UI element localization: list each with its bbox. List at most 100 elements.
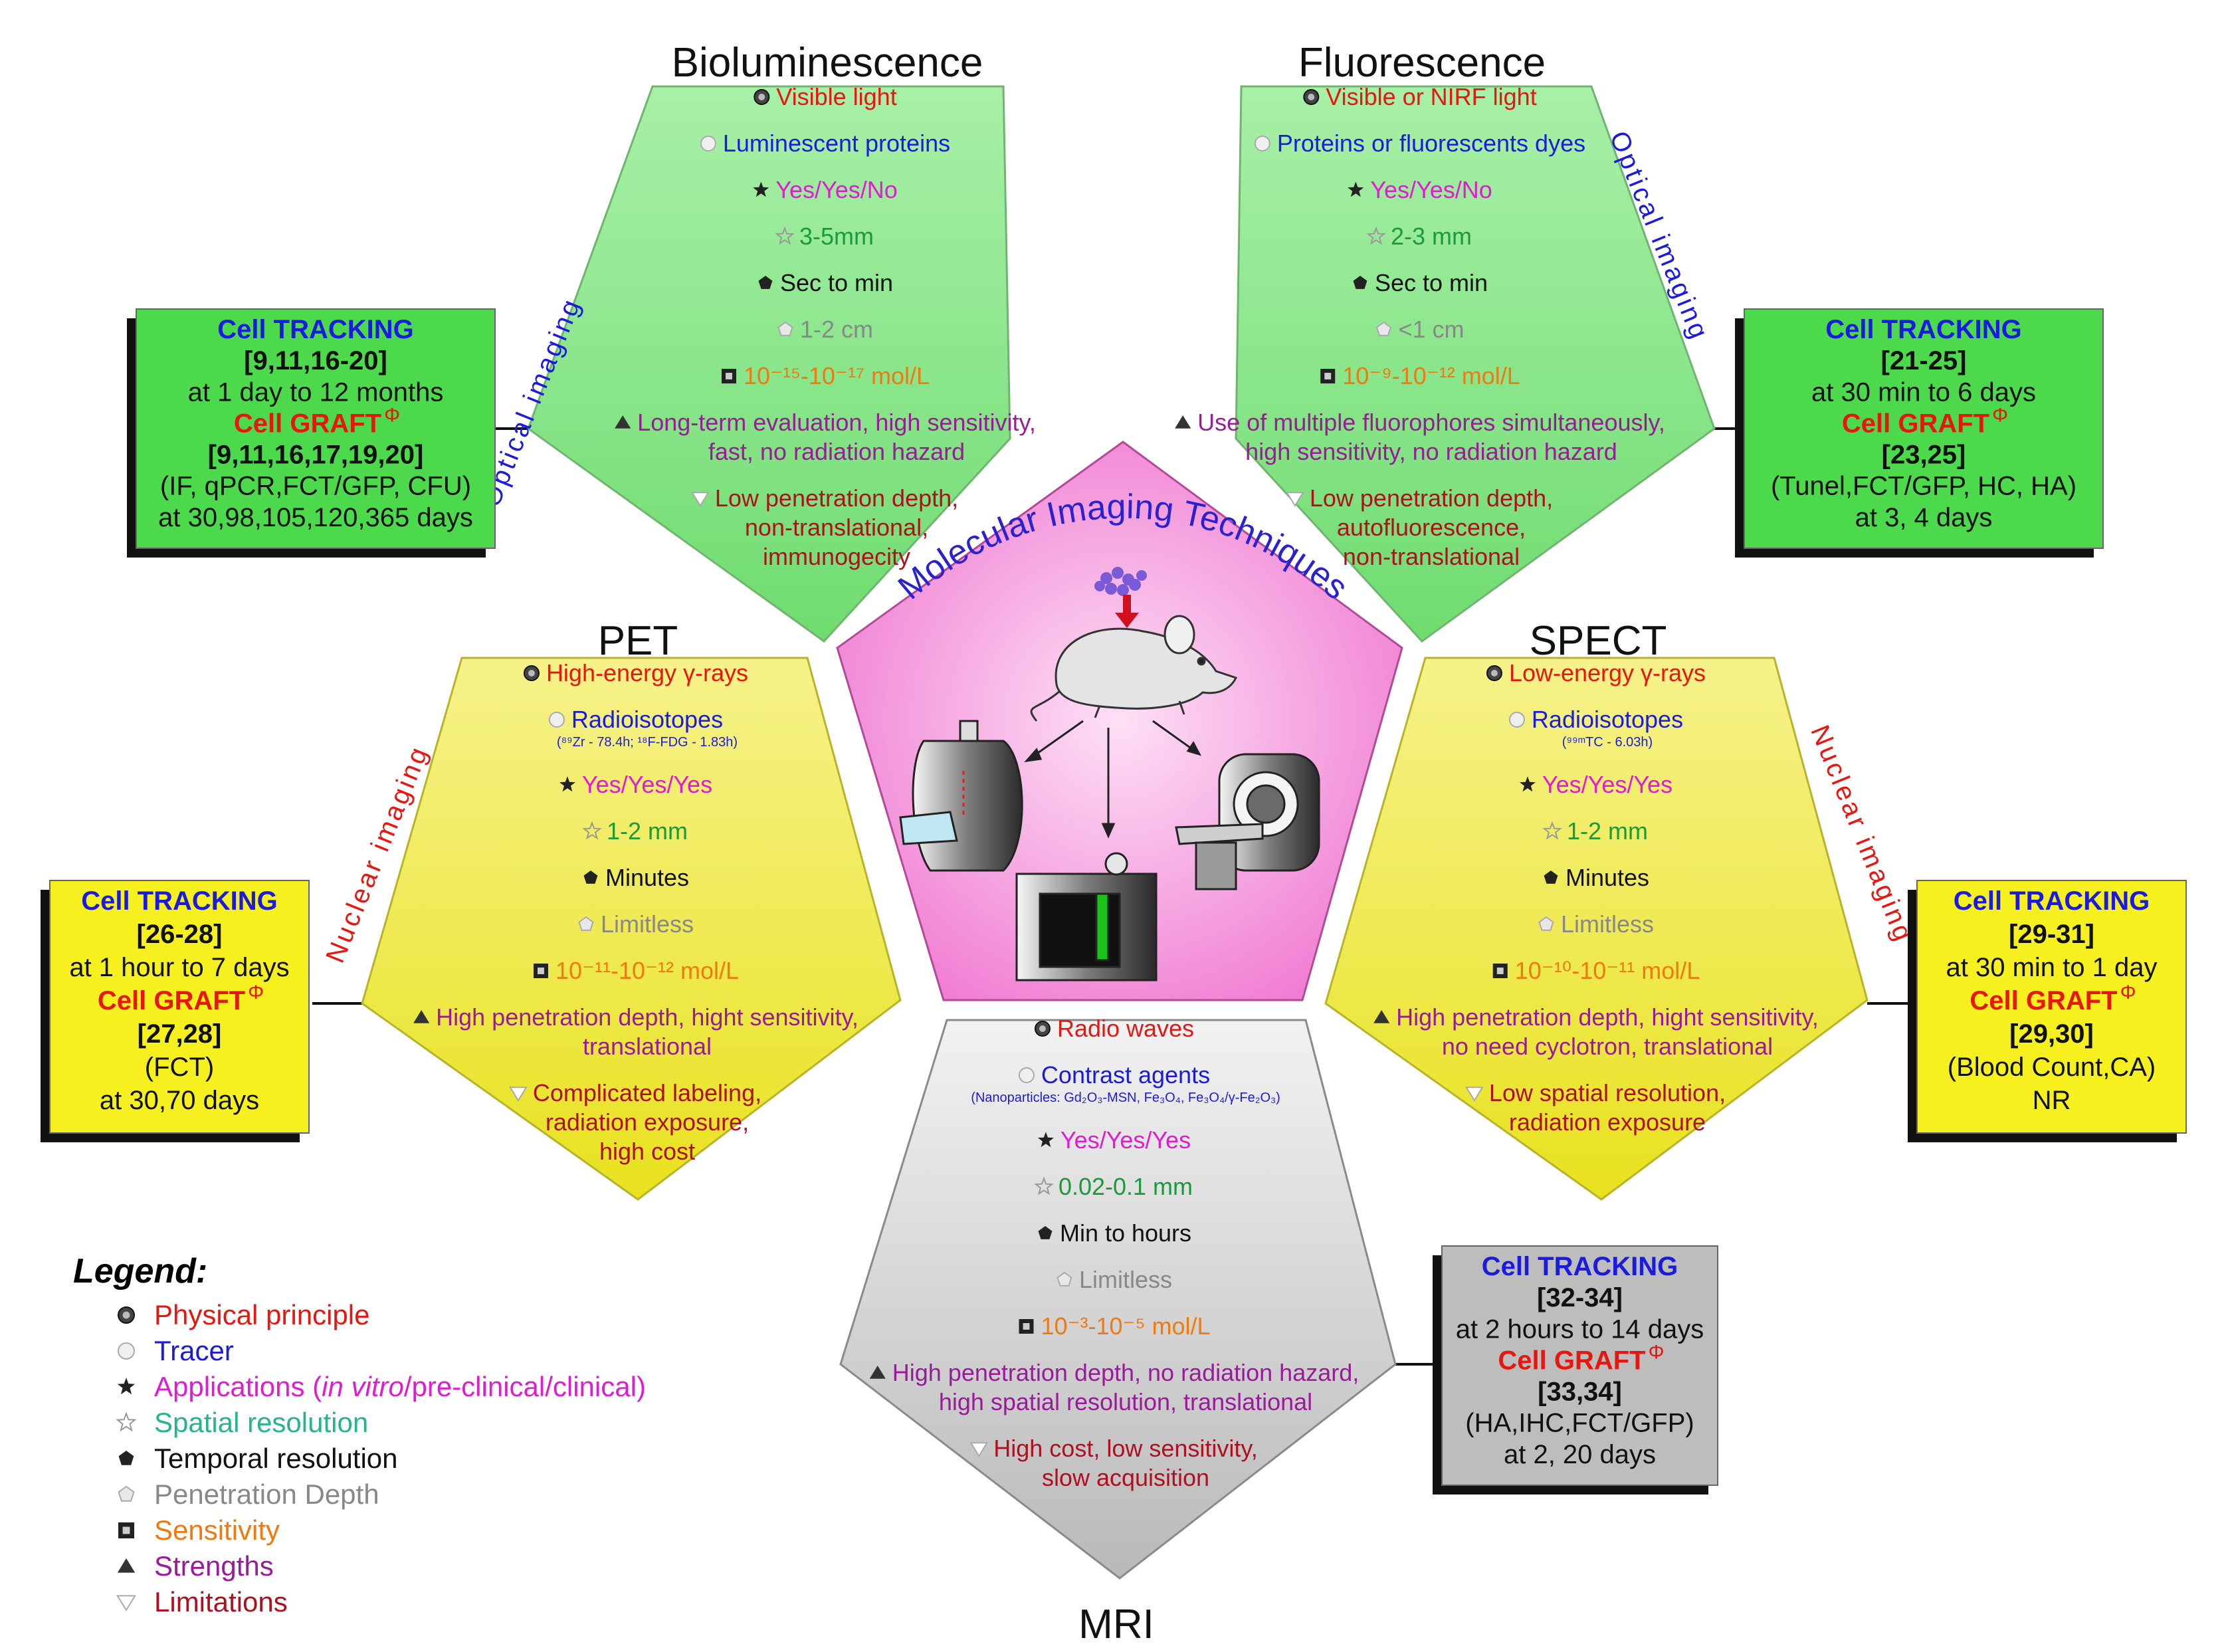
star-dark-icon xyxy=(1519,776,1536,792)
detail-text: 10⁻¹⁵-10⁻¹⁷ mol/L xyxy=(744,362,930,389)
detail-text: <1 cm xyxy=(1398,316,1464,343)
detail-row: Low penetration depth,non-translational,… xyxy=(690,484,958,570)
detail-text-continued: translational xyxy=(583,1033,712,1060)
detail-row: Proteins or fluorescents dyes xyxy=(1254,130,1585,157)
triangle-up-icon xyxy=(413,1010,430,1023)
optical-scanner-icon xyxy=(899,720,1023,872)
spect-pentagon xyxy=(1324,657,1869,1201)
detail-text: Low penetration depth, xyxy=(1310,484,1553,512)
circle-light-icon xyxy=(1508,712,1525,728)
detail-row: High penetration depth, hight sensitivit… xyxy=(413,1003,859,1060)
detail-row: Visible or NIRF light xyxy=(1303,83,1537,110)
detail-text: Yes/Yes/Yes xyxy=(1542,771,1672,798)
detail-row: Low penetration depth,autofluorescence,n… xyxy=(1285,484,1553,570)
box-background xyxy=(136,308,496,549)
detail-text-continued: no need cyclotron, translational xyxy=(1442,1033,1773,1060)
triangle-up-icon xyxy=(117,1558,136,1573)
circle-dark-icon xyxy=(118,1306,135,1324)
box-graft: Cell GRAFT xyxy=(1970,986,2117,1015)
triangle-up-icon xyxy=(1175,415,1191,429)
box-refs: [29-31] xyxy=(2009,920,2094,949)
pentagon-dark-icon xyxy=(1353,276,1367,289)
legend-item: Physical principle xyxy=(118,1299,369,1330)
detail-text: High penetration depth, hight sensitivit… xyxy=(436,1003,859,1031)
circle-light-icon xyxy=(1018,1067,1035,1083)
detail-row: Long-term evaluation, high sensitivity,f… xyxy=(615,409,1036,465)
detail-text: Radioisotopes xyxy=(571,706,723,733)
box-days: at 2, 20 days xyxy=(1504,1440,1656,1469)
box-method: (FCT) xyxy=(145,1053,214,1082)
detail-text: Yes/Yes/No xyxy=(775,176,897,203)
box-graft-superscript: Φ xyxy=(1992,404,2008,426)
box-period: at 30 min to 1 day xyxy=(1946,953,2158,982)
detail-note: (Nanoparticles: Gd₂O₃-MSN, Fe₃O₄, Fe₃O₄/… xyxy=(971,1090,1280,1105)
triangle-up-icon xyxy=(869,1366,886,1379)
detail-row: 10⁻⁹-10⁻¹² mol/L xyxy=(1320,362,1520,389)
fluorescence-tracking-box: Cell TRACKING[21-25]at 30 min to 6 daysC… xyxy=(1735,308,2104,558)
pentagon-light-icon xyxy=(578,916,594,931)
legend-label-italic: in vitro xyxy=(322,1371,404,1402)
box-graft-refs: [9,11,16,17,19,20] xyxy=(208,441,424,470)
pentagon-light-icon xyxy=(1057,1271,1072,1287)
detail-text: Contrast agents xyxy=(1041,1061,1210,1088)
triangle-down-icon xyxy=(1285,492,1304,507)
detail-row: High cost, low sensitivity,slow acquisit… xyxy=(969,1435,1258,1491)
circle-dark-icon xyxy=(1034,1021,1051,1037)
detail-text-continued: fast, no radiation hazard xyxy=(708,438,965,465)
triangle-down-icon xyxy=(1465,1086,1484,1102)
bioluminescence-pentagon xyxy=(527,85,1011,643)
detail-text: Yes/Yes/Yes xyxy=(582,771,712,798)
detail-text: Radio waves xyxy=(1057,1015,1194,1042)
box-period: at 1 day to 12 months xyxy=(188,377,444,407)
legend-label: Sensitivity xyxy=(154,1514,280,1546)
detail-row: Yes/Yes/Yes xyxy=(559,771,712,798)
star-light-icon xyxy=(775,226,795,245)
pentagon-dark-icon xyxy=(1038,1226,1053,1239)
box-graft-superscript: Φ xyxy=(248,981,264,1003)
detail-row: Radio waves xyxy=(1034,1015,1194,1042)
detail-note: (⁸⁹Zr - 78.4h; ¹⁸F-FDG - 1.83h) xyxy=(557,735,738,750)
box-period: at 2 hours to 14 days xyxy=(1456,1314,1704,1344)
detail-row: 10⁻¹⁰-10⁻¹¹ mol/L xyxy=(1492,957,1700,984)
box-method: (Blood Count,CA) xyxy=(1948,1053,2156,1082)
tracer-molecules-icon xyxy=(1094,567,1147,596)
star-light-icon xyxy=(116,1411,137,1432)
detail-text: 1-2 mm xyxy=(1567,817,1648,845)
box-graft-superscript: Φ xyxy=(384,404,400,426)
legend-item: Temporal resolution xyxy=(118,1443,398,1474)
triangle-up-icon xyxy=(1373,1010,1390,1023)
star-light-icon xyxy=(582,821,602,840)
detail-text: Limitless xyxy=(1561,910,1654,938)
detail-row: 10⁻¹¹-10⁻¹² mol/L xyxy=(533,957,739,984)
detail-row: 3-5mm xyxy=(775,223,874,250)
star-light-icon xyxy=(1034,1176,1054,1195)
legend-item: Spatial resolution xyxy=(116,1407,368,1438)
square-icon xyxy=(1019,1319,1034,1334)
fluorescence-pentagon xyxy=(1235,85,1716,643)
detail-text: Minutes xyxy=(605,864,689,891)
detail-row: 1-2 mm xyxy=(582,817,688,845)
modality-title: Bioluminescence xyxy=(672,40,983,86)
detail-text-continued: autofluorescence, xyxy=(1337,514,1526,541)
detail-row: Yes/Yes/No xyxy=(1348,176,1492,203)
box-refs: [21-25] xyxy=(1881,346,1967,375)
pentagon-light-icon xyxy=(1538,916,1554,931)
nuclear-scanner-icon xyxy=(1015,852,1158,981)
pentagon-light-icon xyxy=(777,321,793,336)
detail-row: Radioisotopes(⁹⁹ᵐTC - 6.03h) xyxy=(1508,706,1683,750)
detail-text: Visible light xyxy=(776,83,896,110)
circle-light-icon xyxy=(118,1342,135,1360)
detail-text-continued: high spatial resolution, translational xyxy=(939,1388,1312,1415)
arrows-to-scanners xyxy=(1024,720,1201,839)
detail-text: 10⁻¹¹-10⁻¹² mol/L xyxy=(556,957,739,984)
detail-row: Low-energy γ-rays xyxy=(1486,659,1706,686)
detail-text: 1-2 cm xyxy=(800,316,873,343)
box-heading: Cell TRACKING xyxy=(1825,315,2022,344)
box-method: (Tunel,FCT/GFP, HC, HA) xyxy=(1771,472,2076,501)
bioluminescence-tracking-box: Cell TRACKING[9,11,16-20]at 1 day to 12 … xyxy=(127,308,496,558)
square-icon xyxy=(533,964,548,978)
detail-text: High-energy γ-rays xyxy=(546,659,748,686)
